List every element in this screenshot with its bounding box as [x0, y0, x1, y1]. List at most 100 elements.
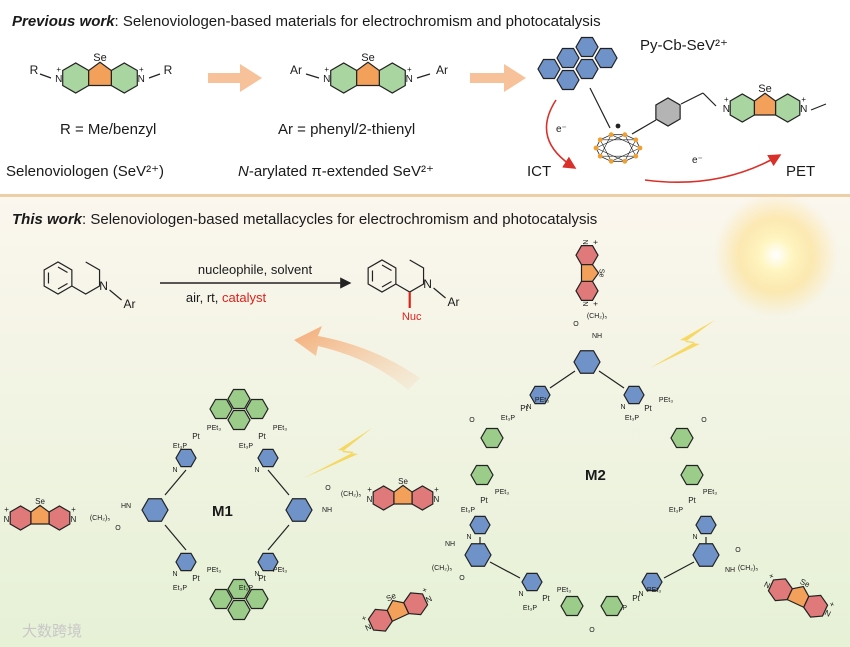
pet3-ligand: PEt₃ [557, 587, 571, 594]
cage-atom [633, 153, 639, 159]
piperidine-ring [71, 261, 101, 295]
o-atom: O [469, 417, 475, 424]
selenophene-ring [393, 484, 413, 505]
o-atom: O [325, 485, 331, 492]
o-atom: O [115, 525, 121, 532]
n-atom: N [800, 104, 807, 115]
phenyl-ring [480, 427, 504, 449]
benzene-ring [367, 259, 397, 293]
n-atom: N [823, 608, 832, 619]
o-atom: O [735, 547, 741, 554]
chain: (CH₂)₅ [738, 565, 758, 572]
et3p-ligand: Et₃P [501, 415, 515, 422]
pyridine-ring [575, 280, 599, 301]
n-atom: N [406, 74, 413, 85]
pt-atom: Pt [258, 574, 266, 583]
pyridine-ring [175, 448, 197, 468]
pet3-ligand: PEt₃ [659, 397, 673, 404]
n-atom: N [254, 467, 259, 474]
pyrene-ring [575, 36, 599, 58]
phenyl-ring [470, 464, 494, 486]
selenophene-ring [88, 61, 112, 87]
n-atom: N [423, 277, 432, 291]
nh-group: NH [592, 333, 602, 340]
cage-edge [599, 134, 612, 157]
et3p-ligand: Et₃P [239, 585, 253, 592]
hn-group: HN [121, 503, 131, 510]
nh-group: NH [445, 541, 455, 548]
pt-atom: Pt [258, 432, 266, 441]
plus-charge: + [4, 505, 9, 514]
ar-group: Ar [290, 63, 302, 77]
cage-atom [597, 137, 603, 143]
n-atom: N [723, 104, 730, 115]
alkyne-bond [489, 561, 521, 579]
pyridine-ring [623, 385, 645, 405]
bottom-panel-bg [0, 196, 850, 647]
condition-bottom: air, rt, catalyst [186, 290, 267, 305]
nuc-group: Nuc [402, 311, 422, 323]
panel-divider [0, 194, 850, 197]
alkyne-bond [549, 370, 576, 389]
pt-atom: Pt [644, 404, 652, 413]
alkyne-bond [598, 370, 625, 389]
o-atom: O [589, 627, 595, 634]
plus-charge: + [324, 65, 329, 74]
narylated-label: N-arylated π-extended SeV²⁺ [238, 163, 434, 180]
pt-atom: Pt [632, 594, 640, 603]
pt-atom: Pt [480, 496, 488, 505]
anthracene-ring [227, 599, 251, 621]
phenyl-ring [680, 464, 704, 486]
o-atom: O [701, 417, 707, 424]
pyridine-ring [641, 572, 663, 592]
cage-atom [593, 145, 599, 151]
ch2-bond [702, 92, 717, 107]
phenyl-ring [560, 595, 584, 617]
et3p-ligand: Et₃P [173, 443, 187, 450]
condition-top: nucleophile, solvent [198, 262, 313, 277]
nh-group: NH [322, 507, 332, 514]
n-atom: N [55, 74, 62, 85]
watermark: 大数跨境 [22, 622, 82, 640]
carborane-cage [589, 87, 717, 164]
n-atom: N [364, 622, 373, 633]
phenyl-ring [692, 543, 720, 567]
n-atom: N [172, 571, 177, 578]
plus-charge: + [407, 65, 412, 74]
n-atom: N [692, 534, 697, 541]
se-atom: Se [598, 269, 605, 278]
phenyl-ring [655, 97, 681, 127]
selenophene-ring [580, 264, 600, 282]
plus-charge: + [139, 65, 144, 74]
n-ar-bond [433, 287, 446, 299]
plus-charge: + [421, 585, 429, 595]
pyridine-ring [469, 515, 491, 535]
ar-definition: Ar = phenyl/2-thienyl [278, 121, 415, 138]
cage-phenyl-bond [631, 119, 657, 135]
pyridine-ring [48, 505, 71, 531]
n-atom: N [763, 580, 772, 591]
chain: (CH₂)₅ [90, 515, 110, 522]
plus-charge: + [367, 485, 372, 494]
pyrene-ring [556, 69, 580, 91]
phenyl-ring [141, 498, 169, 522]
n-atom: N [581, 240, 588, 245]
pyrene-ring [556, 47, 580, 69]
anthracene-ring [209, 398, 233, 420]
et3p-ligand: Et₃P [669, 507, 683, 514]
plus-charge: + [56, 65, 61, 74]
pet3-ligand: PEt₃ [495, 489, 509, 496]
n-ar-bond [305, 73, 320, 79]
m2-label: M2 [585, 467, 606, 484]
cage-atom [622, 132, 628, 138]
aromatic-bond [57, 282, 68, 290]
ch2-bond [680, 92, 704, 105]
pt-atom: Pt [192, 432, 200, 441]
pet3-ligand: PEt₃ [207, 567, 221, 574]
